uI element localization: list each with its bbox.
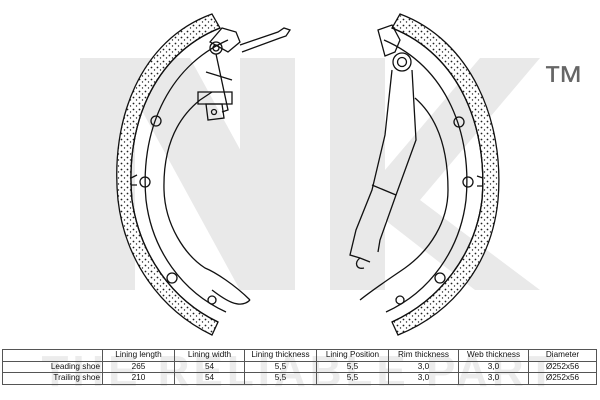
row-label: Leading shoe — [2, 360, 103, 373]
table-cell: 265 — [102, 360, 175, 373]
table-cell: 5,5 — [244, 372, 317, 385]
right-brake-shoe — [349, 13, 500, 336]
specification-table: Lining length Lining width Lining thickn… — [2, 349, 597, 385]
table-cell: 3,0 — [458, 372, 529, 385]
row-label: Trailing shoe — [2, 372, 103, 385]
header-cell: Lining thickness — [244, 349, 317, 362]
table-cell: 3,0 — [388, 360, 459, 373]
table-cell: 5,5 — [244, 360, 317, 373]
brand-watermark: ™ — [80, 57, 584, 290]
table-row: Trailing shoe 210 54 5,5 5,5 3,0 3,0 Ø25… — [2, 372, 597, 385]
table-cell: Ø252x56 — [528, 360, 597, 373]
table-cell: 54 — [174, 360, 245, 373]
header-cell: Lining length — [102, 349, 175, 362]
header-cell: Lining width — [174, 349, 245, 362]
header-cell: Rim thickness — [388, 349, 459, 362]
table-cell: Ø252x56 — [528, 372, 597, 385]
left-shoe-lining — [116, 13, 221, 336]
table-cell: 210 — [102, 372, 175, 385]
table-cell: 3,0 — [458, 360, 529, 373]
header-cell: Web thickness — [458, 349, 529, 362]
trademark-symbol: ™ — [542, 57, 584, 104]
table-cell: 54 — [174, 372, 245, 385]
header-cell: Diameter — [528, 349, 597, 362]
table-cell: 5,5 — [316, 360, 389, 373]
table-row: Leading shoe 265 54 5,5 5,5 3,0 3,0 Ø252… — [2, 360, 597, 373]
table-header-row: Lining length Lining width Lining thickn… — [2, 349, 597, 362]
header-cell: Lining Position — [316, 349, 389, 362]
table-cell: 5,5 — [316, 372, 389, 385]
table-cell: 3,0 — [388, 372, 459, 385]
header-cell — [2, 349, 103, 362]
left-brake-shoe — [116, 13, 292, 336]
brake-shoe-drawing — [116, 13, 500, 336]
